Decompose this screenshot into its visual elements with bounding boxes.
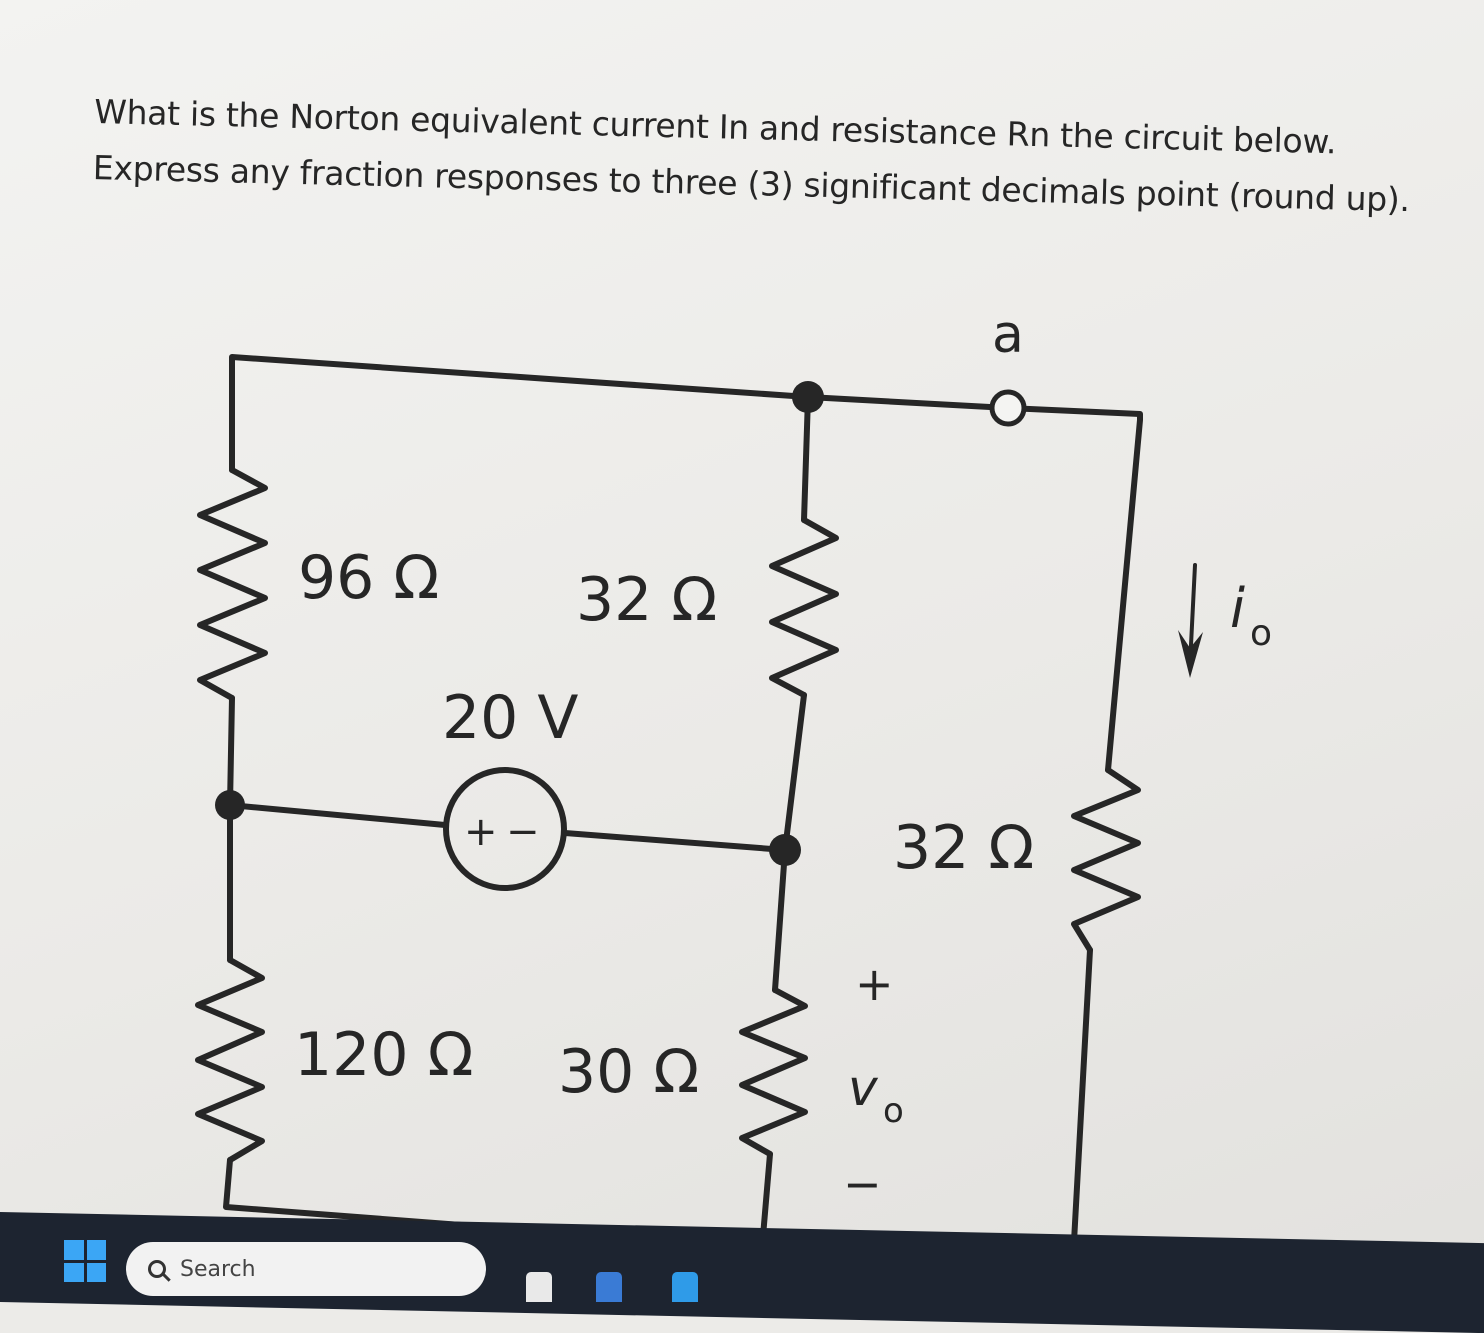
wire-mid-lower-a <box>782 692 807 853</box>
resistor-96-ohm <box>197 467 268 701</box>
search-icon <box>148 1260 166 1278</box>
io-label: i <box>1230 577 1245 640</box>
search-label: Search <box>180 1256 256 1282</box>
wire-middle-right <box>562 830 788 853</box>
resistor-32-ohm-middle <box>769 517 839 698</box>
node-middle <box>769 834 801 866</box>
source-minus: − <box>506 809 540 855</box>
vo-minus: − <box>843 1157 882 1211</box>
vo-plus: + <box>855 957 894 1011</box>
io-arrow-head <box>1178 630 1203 678</box>
wire-left-mid <box>227 695 235 808</box>
windows-logo-tile <box>86 1262 106 1282</box>
label-20v: 20 V <box>442 683 578 753</box>
node-left <box>215 790 245 820</box>
vo-subscript: o <box>883 1091 904 1131</box>
label-32-ohm-middle: 32 Ω <box>576 565 717 635</box>
wire-mid-lower-b <box>772 847 788 993</box>
terminal-a-label: a <box>992 305 1024 365</box>
wire-mid-upper <box>801 394 811 523</box>
circuit-diagram: a 96 Ω 32 Ω 20 V + − 32 Ω 120 Ω 30 Ω + v… <box>195 305 1272 1287</box>
taskbar-app-icon[interactable] <box>672 1272 698 1302</box>
wire-middle-left <box>227 802 448 828</box>
node-top <box>792 381 824 413</box>
label-32-ohm-right: 32 Ω <box>893 813 1034 883</box>
taskbar-search-box[interactable]: Search <box>126 1242 486 1296</box>
source-plus: + <box>464 809 498 855</box>
windows-logo-tile <box>86 1240 106 1260</box>
resistor-30-ohm <box>739 987 808 1157</box>
taskbar-app-icon[interactable] <box>526 1272 552 1302</box>
voltage-source <box>443 767 567 891</box>
windows-logo-tile <box>64 1262 84 1282</box>
taskbar-app-icon[interactable] <box>596 1272 622 1302</box>
label-30-ohm: 30 Ω <box>558 1037 699 1107</box>
label-120-ohm: 120 Ω <box>294 1020 473 1090</box>
windows-start-icon[interactable] <box>64 1240 106 1282</box>
label-96-ohm: 96 Ω <box>298 543 439 613</box>
terminal-a <box>989 389 1027 427</box>
windows-logo-tile <box>64 1240 84 1260</box>
resistor-120-ohm <box>195 957 265 1163</box>
vo-label: v <box>848 1059 879 1117</box>
resistor-32-ohm-right <box>1071 767 1141 953</box>
io-subscript: o <box>1250 613 1272 654</box>
